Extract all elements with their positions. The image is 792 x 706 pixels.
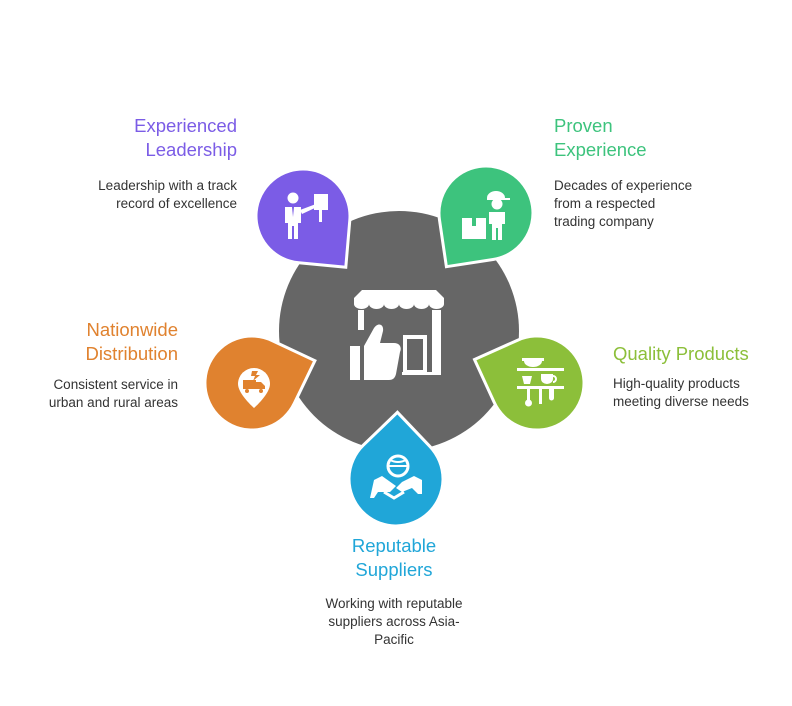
experience-desc-line-2: from a respected: [554, 196, 656, 211]
kitchen-utensils-shelf-icon: [517, 358, 564, 407]
leadership-desc-line-1: Leadership with a track: [98, 178, 237, 193]
leadership-teardrop: [254, 167, 352, 269]
delivery-truck-pin-icon: [238, 368, 270, 408]
distribution-title-line-1: Nationwide: [86, 319, 178, 340]
experience-label: Proven Experience Decades of experience …: [554, 114, 774, 231]
suppliers-description: Working with reputable suppliers across …: [294, 595, 494, 649]
experience-desc-line-1: Decades of experience: [554, 178, 693, 193]
experience-teardrop: [437, 164, 535, 269]
center-circle: [279, 211, 519, 451]
delivery-worker-box-icon: [462, 191, 510, 240]
distribution-title: Nationwide Distribution: [20, 318, 178, 366]
presenter-board-icon: [285, 192, 328, 239]
suppliers-title-line-1: Reputable: [351, 535, 437, 556]
distribution-desc-line-2: urban and rural areas: [48, 395, 178, 410]
distribution-label: Nationwide Distribution Consistent servi…: [20, 318, 178, 412]
quality-label: Quality Products High-quality products m…: [613, 342, 783, 411]
distribution-desc-line-1: Consistent service in: [53, 377, 178, 392]
experience-desc-line-3: trading company: [554, 214, 654, 229]
suppliers-title: Reputable Suppliers: [294, 534, 494, 582]
quality-desc-line-2: meeting diverse needs: [613, 394, 749, 409]
experience-description: Decades of experience from a respected t…: [554, 177, 774, 231]
leadership-desc-line-2: record of excellence: [116, 196, 237, 211]
leadership-title: Experienced Leadership: [30, 114, 237, 162]
quality-description: High-quality products meeting diverse ne…: [613, 375, 783, 411]
experience-title-line-1: Proven: [554, 115, 613, 136]
quality-desc-line-1: High-quality products: [613, 376, 740, 391]
suppliers-title-line-2: Suppliers: [355, 559, 433, 580]
suppliers-label: Reputable Suppliers Working with reputab…: [294, 534, 494, 649]
experience-title-line-2: Experience: [554, 139, 647, 160]
handshake-globe-icon: [370, 454, 422, 500]
quality-title: Quality Products: [613, 342, 783, 366]
distribution-title-line-2: Distribution: [85, 343, 178, 364]
suppliers-desc-line-1: Working with reputable: [325, 596, 463, 611]
suppliers-desc-line-2: suppliers across Asia-: [328, 614, 460, 629]
leadership-title-line-2: Leadership: [145, 139, 237, 160]
leadership-description: Leadership with a track record of excell…: [30, 177, 237, 213]
distribution-description: Consistent service in urban and rural ar…: [20, 376, 178, 412]
quality-title-line-1: Quality Products: [613, 343, 749, 364]
experience-title: Proven Experience: [554, 114, 774, 162]
suppliers-desc-line-3: Pacific: [374, 632, 414, 647]
storefront-thumbs-up-icon: [350, 290, 444, 380]
leadership-title-line-1: Experienced: [134, 115, 237, 136]
leadership-label: Experienced Leadership Leadership with a…: [30, 114, 237, 213]
